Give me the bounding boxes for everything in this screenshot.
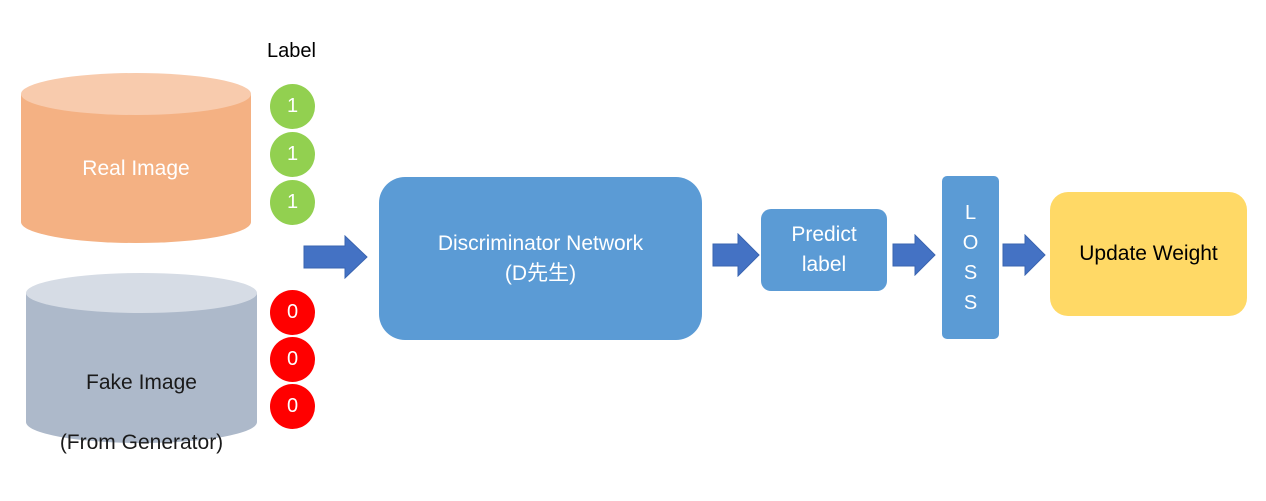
real-image-cylinder-shape bbox=[21, 73, 251, 243]
loss-letter: S bbox=[963, 261, 978, 284]
fake-image-cylinder: Fake Image (From Generator) bbox=[25, 272, 258, 454]
label-zero-badge: 0 bbox=[270, 337, 315, 382]
predict-label-line1: Predict bbox=[791, 223, 857, 246]
loss-letter: L bbox=[964, 201, 977, 224]
update-weight-box: Update Weight bbox=[1050, 192, 1247, 316]
arrow-right-icon bbox=[892, 234, 936, 276]
real-image-label: Real Image bbox=[82, 157, 190, 180]
loss-box: L O S S bbox=[942, 176, 999, 339]
fake-image-cylinder-shape bbox=[26, 273, 257, 443]
label-zero-badge: 0 bbox=[270, 290, 315, 335]
label-one-badge: 1 bbox=[270, 132, 315, 177]
fake-image-label-line2: (From Generator) bbox=[59, 431, 224, 454]
predict-label-line2: label bbox=[801, 253, 847, 276]
discriminator-network-subtitle: (D先生) bbox=[504, 261, 577, 285]
loss-letter: O bbox=[962, 231, 979, 254]
fake-image-label: Fake Image (From Generator) bbox=[25, 338, 258, 488]
update-weight-label: Update Weight bbox=[1079, 242, 1218, 265]
real-image-cylinder: Real Image bbox=[20, 72, 252, 244]
loss-letter: S bbox=[963, 291, 978, 314]
label-one-badge: 1 bbox=[270, 84, 315, 129]
discriminator-network-title: Discriminator Network bbox=[437, 231, 644, 255]
label-one-badge: 1 bbox=[270, 180, 315, 225]
arrow-right-icon bbox=[712, 233, 760, 277]
label-header: Label bbox=[267, 40, 316, 62]
arrow-right-icon bbox=[1002, 234, 1046, 276]
arrow-right-icon bbox=[303, 235, 368, 279]
fake-image-label-line1: Fake Image bbox=[86, 371, 197, 394]
discriminator-network-box: Discriminator Network (D先生) bbox=[379, 177, 702, 340]
predict-label-box: Predict label bbox=[761, 209, 887, 291]
label-zero-badge: 0 bbox=[270, 384, 315, 429]
